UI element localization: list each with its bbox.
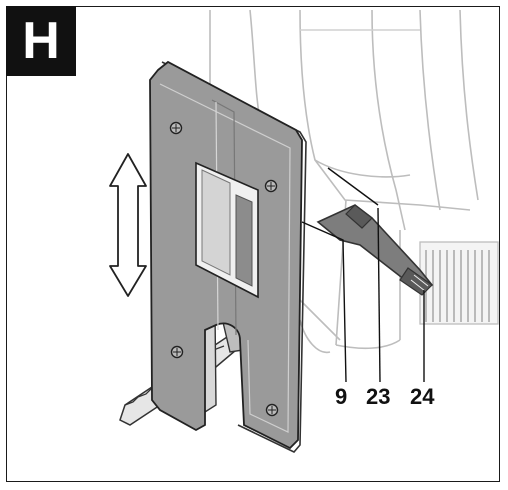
base-plate: [149, 60, 307, 453]
lever: [316, 204, 434, 296]
motor-ribs: [419, 241, 499, 325]
callout-base-plate: 9: [335, 384, 348, 409]
up-down-arrow-icon: [109, 153, 147, 297]
callout-leaders: [301, 167, 425, 383]
panel-label: H: [6, 6, 76, 76]
callout-lever: 23: [366, 384, 391, 409]
callout-lever-grip: 24: [410, 384, 435, 409]
